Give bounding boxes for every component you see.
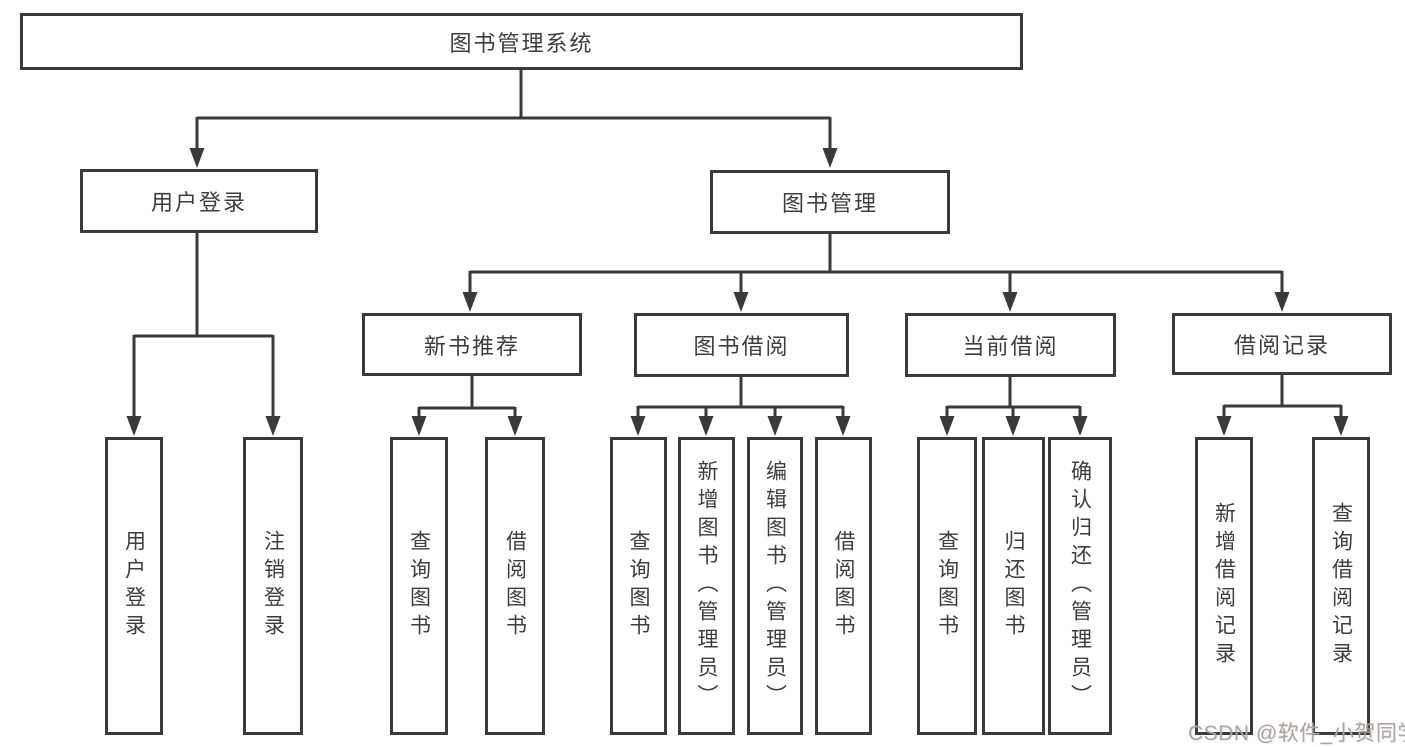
leaf-query-books-3-label: 查询图书 — [935, 530, 959, 642]
node-current-borrowing-label: 当前借阅 — [962, 334, 1059, 359]
leaf-confirm-return-admin-label: 确认归还（管理员） — [1068, 460, 1092, 712]
leaf-query-books-3: 查询图书 — [917, 437, 977, 735]
leaf-return-books-label: 归还图书 — [1002, 530, 1025, 642]
leaf-user-login: 用户登录 — [105, 437, 163, 735]
leaf-add-books-admin-label: 新增图书（管理员） — [695, 460, 718, 712]
node-root: 图书管理系统 — [20, 13, 1023, 70]
leaf-add-borrow-record: 新增借阅记录 — [1195, 437, 1253, 735]
leaf-edit-books-admin-label: 编辑图书（管理员） — [763, 460, 787, 712]
leaf-logout-label: 注销登录 — [261, 530, 285, 642]
node-root-label: 图书管理系统 — [449, 30, 594, 56]
csdn-watermark: CSDN @软件_小贺同学 — [1188, 722, 1405, 745]
node-book-management-label: 图书管理 — [781, 191, 878, 216]
node-borrowing-records-label: 借阅记录 — [1233, 333, 1330, 358]
leaf-return-books: 归还图书 — [982, 437, 1045, 735]
leaf-confirm-return-admin: 确认归还（管理员） — [1048, 437, 1112, 735]
leaf-borrow-books-2: 借阅图书 — [815, 437, 872, 735]
node-new-book-recommend: 新书推荐 — [362, 313, 582, 376]
leaf-query-books-1-label: 查询图书 — [407, 530, 431, 642]
leaf-add-books-admin: 新增图书（管理员） — [678, 437, 735, 735]
node-book-borrowing-label: 图书借阅 — [693, 334, 790, 359]
node-current-borrowing: 当前借阅 — [905, 313, 1116, 377]
node-user-login-label: 用户登录 — [150, 190, 247, 215]
leaf-query-borrow-record: 查询借阅记录 — [1312, 437, 1370, 735]
node-new-book-recommend-label: 新书推荐 — [423, 333, 520, 359]
leaf-query-borrow-record-label: 查询借阅记录 — [1329, 502, 1353, 670]
leaf-borrow-books-2-label: 借阅图书 — [832, 530, 855, 642]
node-book-borrowing: 图书借阅 — [634, 313, 849, 377]
leaf-query-books-2-label: 查询图书 — [627, 530, 650, 642]
leaf-add-borrow-record-label: 新增借阅记录 — [1212, 502, 1236, 670]
leaf-logout: 注销登录 — [243, 437, 303, 735]
node-borrowing-records: 借阅记录 — [1172, 313, 1392, 375]
leaf-borrow-books-1-label: 借阅图书 — [503, 530, 527, 642]
leaf-edit-books-admin: 编辑图书（管理员） — [747, 437, 803, 735]
leaf-query-books-1: 查询图书 — [390, 437, 448, 735]
leaf-user-login-label: 用户登录 — [122, 530, 146, 642]
leaf-borrow-books-1: 借阅图书 — [485, 437, 545, 735]
node-user-login: 用户登录 — [80, 169, 318, 233]
leaf-query-books-2: 查询图书 — [610, 437, 667, 735]
node-book-management: 图书管理 — [710, 170, 950, 234]
